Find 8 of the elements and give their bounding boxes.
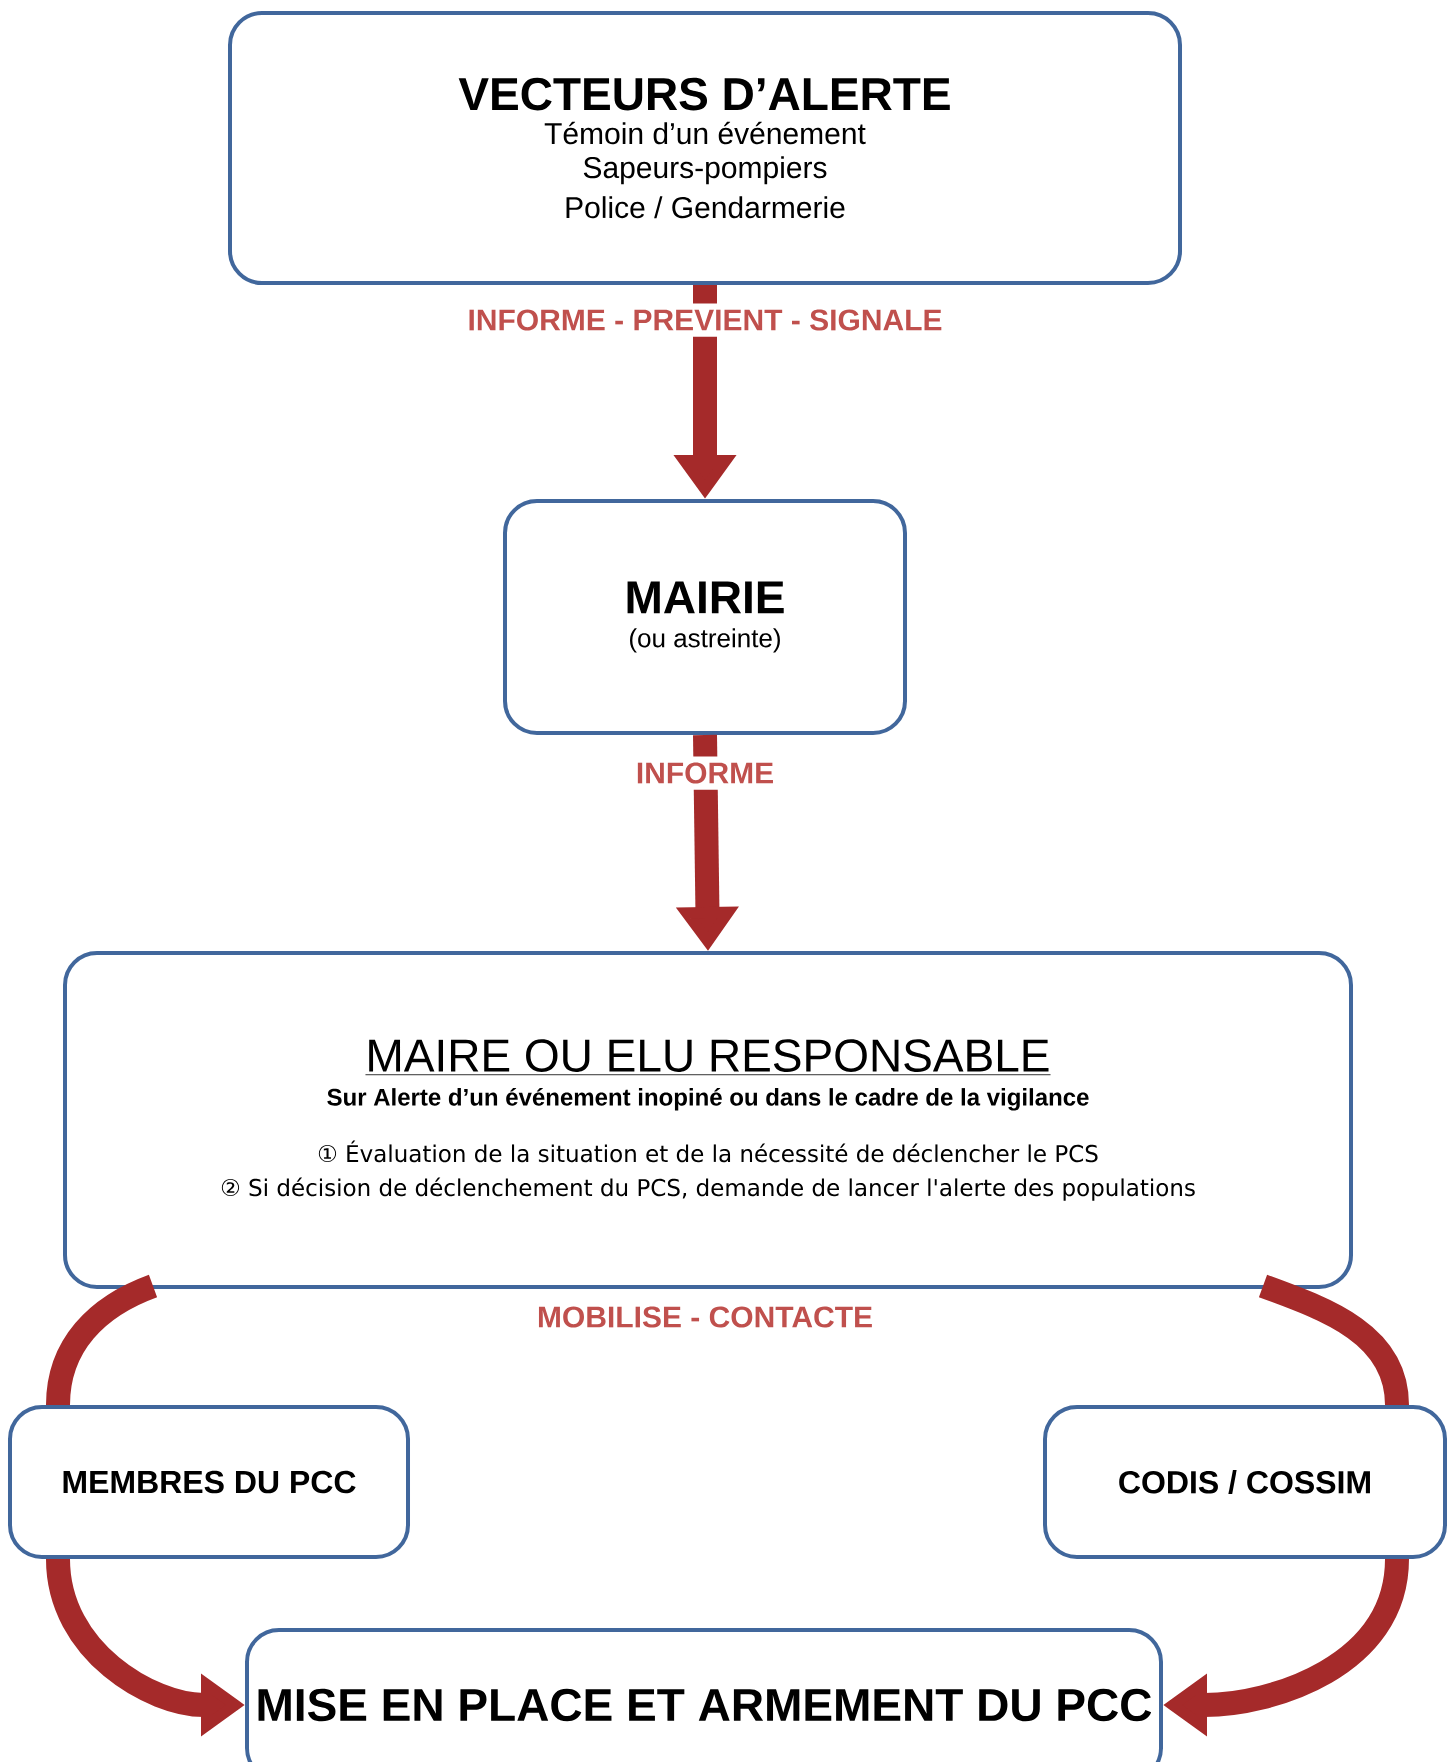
rounded-box: MISE EN PLACE ET ARMEMENT DU PCC [245, 1628, 1163, 1762]
rounded-box: VECTEURS D’ALERTE Témoin d’un événement Sapeurs-pompiers Police / Gendarmerie [228, 11, 1182, 285]
edge-label: INFORME [629, 756, 781, 790]
rounded-box: CODIS / COSSIM [1043, 1405, 1447, 1559]
rounded-box: MAIRIE (ou astreinte) [503, 499, 907, 735]
rounded-box: MEMBRES DU PCC [8, 1405, 410, 1559]
edge-label: INFORME - PREVIENT - SIGNALE [461, 303, 949, 337]
rounded-box: MAIRE OU ELU RESPONSABLE Sur Alerte d’un événement inopiné ou dans le cadre de la vigilance ① Évaluation de la situation et de la nécessité de déclencher le PCS ② Si décision de déclenchement du PCS, demande de lancer l'alerte des populations [63, 951, 1353, 1289]
